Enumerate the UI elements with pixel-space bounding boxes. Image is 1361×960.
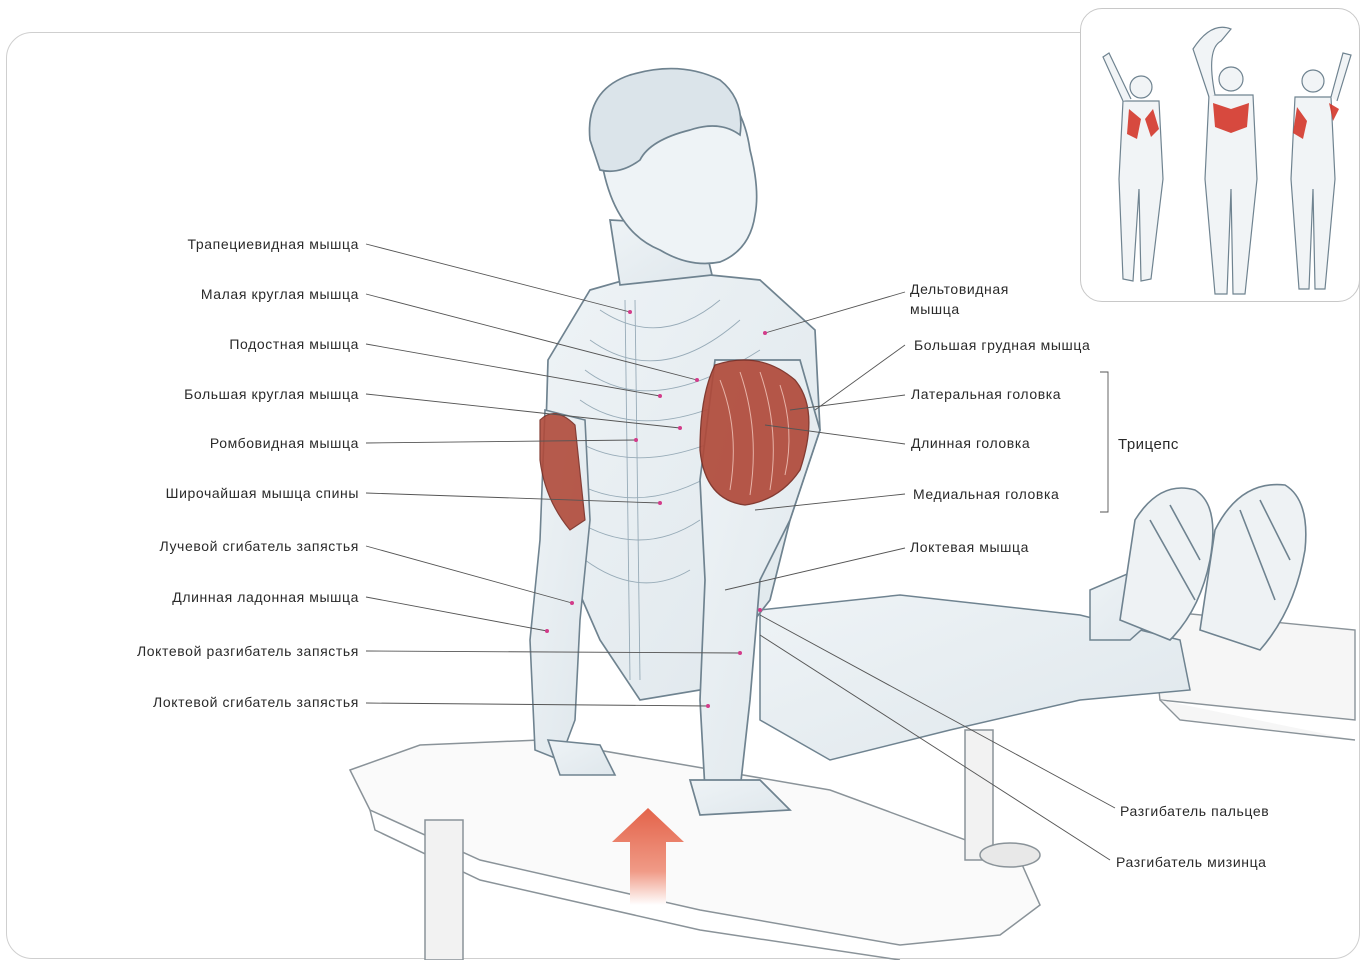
label-triceps-group: Трицепс	[1118, 436, 1179, 453]
muscle-figures	[1081, 9, 1359, 301]
label-long-head: Длинная головка	[911, 435, 1030, 451]
label-teres-minor: Малая круглая мышца	[201, 286, 359, 302]
label-anconeus: Локтевая мышца	[910, 539, 1029, 555]
bench-front	[350, 730, 1040, 960]
label-extensor-digiti-minimi: Разгибатель мизинца	[1116, 854, 1267, 870]
label-deltoid: Дельтовидная мышца	[910, 279, 1040, 319]
label-rhomboid: Ромбовидная мышца	[210, 435, 359, 451]
label-extensor-digitorum: Разгибатель пальцев	[1120, 803, 1269, 819]
muscle-map-inset	[1080, 8, 1360, 302]
label-teres-major: Большая круглая мышца	[184, 386, 359, 402]
label-infraspinatus: Подостная мышца	[229, 336, 359, 352]
label-lateral-head: Латеральная головка	[911, 386, 1061, 402]
label-flexor-carpi-ulnaris: Локтевой сгибатель запястья	[153, 694, 359, 710]
label-latissimus: Широчайшая мышца спины	[166, 485, 359, 501]
label-pectoralis-major: Большая грудная мышца	[914, 337, 1090, 353]
label-palmaris-longus: Длинная ладонная мышца	[172, 589, 359, 605]
label-trapezius: Трапециевидная мышца	[188, 236, 359, 252]
label-extensor-carpi-ulnaris: Локтевой разгибатель запястья	[137, 643, 359, 659]
label-flexor-carpi-radialis: Лучевой сгибатель запястья	[160, 538, 360, 554]
label-medial-head: Медиальная головка	[913, 486, 1059, 502]
shoes	[1120, 485, 1306, 650]
